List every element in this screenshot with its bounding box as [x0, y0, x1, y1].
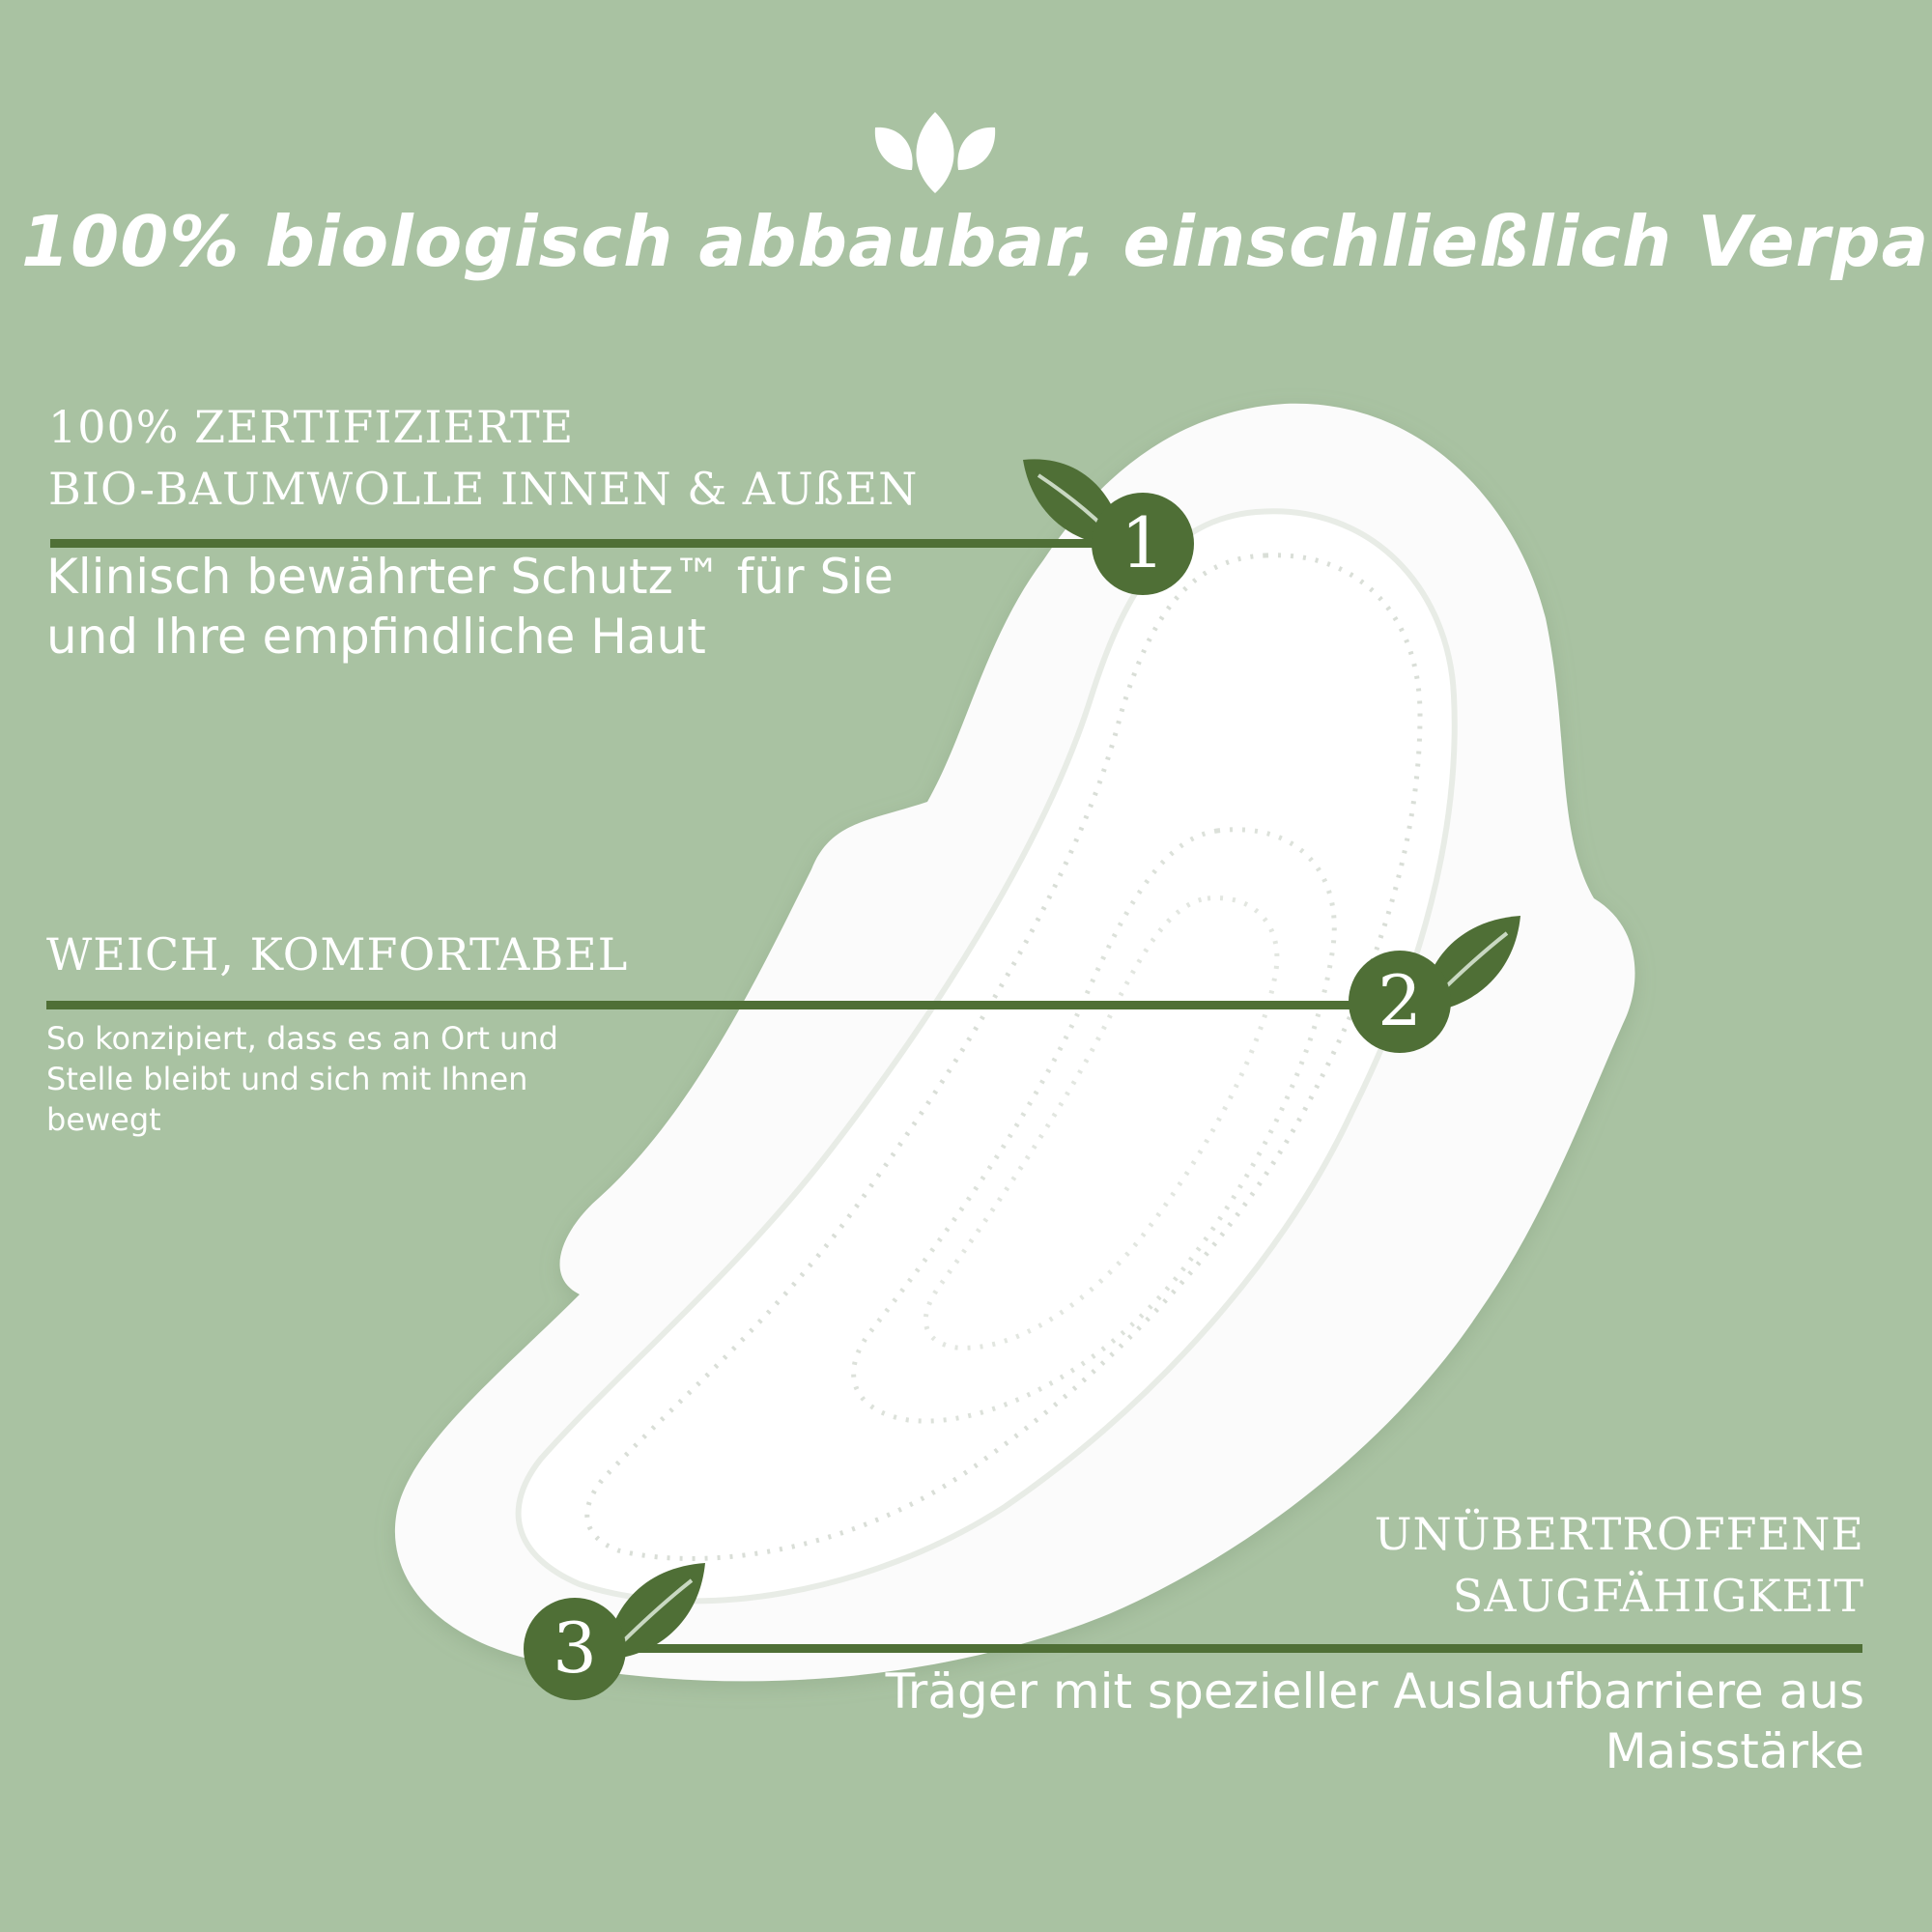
feature-1-title-line: BIO-BAUMWOLLE INNEN & AUßEN: [48, 463, 919, 515]
feature-3-title-line: UNÜBERTROFFENE: [1374, 1508, 1864, 1560]
feature-2-title: WEICH, KOMFORTABEL: [46, 923, 916, 985]
feature-3-description: Träger mit spezieller Auslaufbarriere au…: [802, 1662, 1864, 1781]
feature-1-text-line: Klinisch bewährter Schutz™ für Sie: [46, 549, 894, 605]
feature-3-divider: [618, 1644, 1862, 1653]
feature-1-divider: [50, 539, 1094, 548]
feature-3-text-line: Träger mit spezieller Auslaufbarriere au…: [885, 1663, 1864, 1719]
feature-1-number-badge: 1: [1092, 493, 1194, 595]
feature-2-divider: [46, 1001, 1399, 1009]
feature-2-description: So konzipiert, dass es an Ort und Stelle…: [46, 1018, 626, 1140]
feature-3-text-line: Maisstärke: [1605, 1723, 1864, 1779]
headline: 100% biologisch abbaubar, einschließlich…: [21, 201, 1932, 282]
feature-2-title-line: WEICH, KOMFORTABEL: [46, 928, 629, 980]
three-leaves-icon: [874, 112, 996, 193]
feature-3-title: UNÜBERTROFFENE SAUGFÄHIGKEIT: [995, 1503, 1864, 1627]
feature-3-number-badge: 3: [524, 1598, 626, 1700]
embossed-channel-inner: [851, 827, 1337, 1424]
feature-2-text-line: bewegt: [46, 1101, 161, 1138]
feature-1-description: Klinisch bewährter Schutz™ für Sie und I…: [46, 547, 954, 667]
feature-3-title-line: SAUGFÄHIGKEIT: [1452, 1570, 1864, 1622]
feature-1-title-line: 100% ZERTIFIZIERTE: [48, 401, 575, 453]
feature-1-title: 100% ZERTIFIZIERTE BIO-BAUMWOLLE INNEN &…: [48, 396, 1014, 520]
feature-1-text-line: und Ihre empfindliche Haut: [46, 609, 706, 665]
feature-2-text-line: Stelle bleibt und sich mit Ihnen: [46, 1061, 528, 1097]
feature-2-number-badge: 2: [1349, 951, 1451, 1053]
feature-2-text-line: So konzipiert, dass es an Ort und: [46, 1020, 558, 1057]
